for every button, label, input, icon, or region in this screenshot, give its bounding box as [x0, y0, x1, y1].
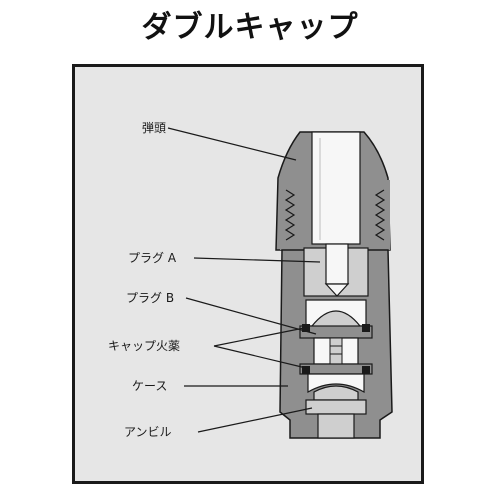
plug-a-shape: [303, 243, 369, 297]
label-anvil: アンビル: [124, 425, 172, 439]
leader-plug-b: [185, 297, 317, 335]
leader-lines: [167, 127, 321, 433]
label-bullet-head: 弾頭: [142, 121, 166, 135]
middle-column: [313, 337, 359, 365]
leader-bullet-head: [167, 127, 297, 161]
label-case: ケース: [132, 379, 167, 393]
leader-plug-a: [193, 257, 321, 263]
label-cap-primer: キャップ火薬: [108, 339, 180, 353]
leader-cap-primer-lower: [213, 345, 307, 369]
leader-anvil: [197, 407, 313, 433]
anvil-shape: [305, 399, 367, 439]
thread-marks-left: [284, 189, 296, 241]
label-plug-a: プラグ A: [128, 251, 177, 265]
plug-b-shape: [299, 299, 373, 339]
lower-primer-cap: [299, 363, 373, 401]
leader-cap-primer-upper: [213, 327, 305, 347]
diagram-title: ダブルキャップ: [141, 10, 359, 45]
bullet-head-bore: [311, 131, 361, 245]
label-plug-b: プラグ B: [126, 291, 174, 305]
thread-marks-right: [374, 189, 386, 241]
